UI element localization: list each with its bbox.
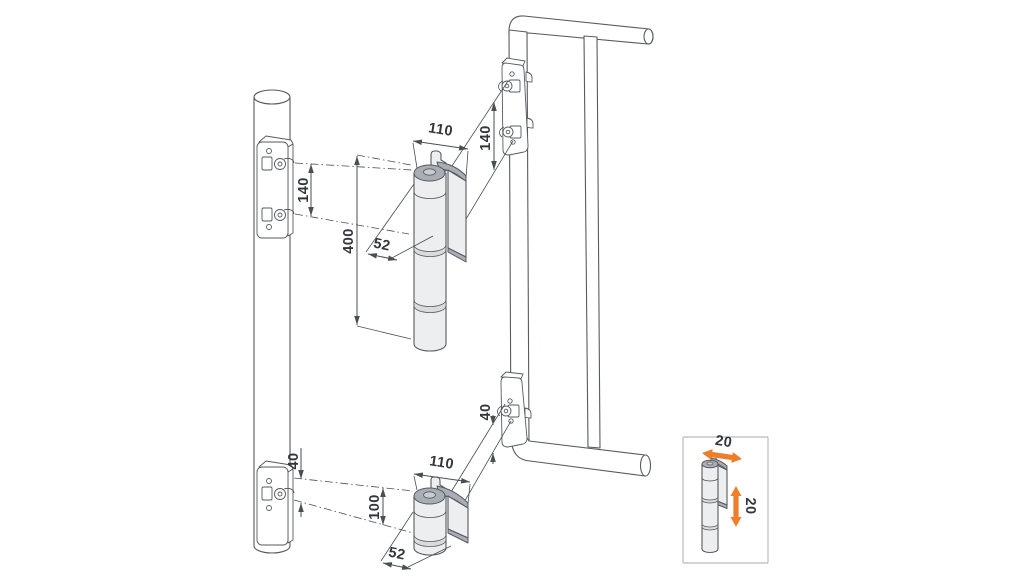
bracket-side-edge [287, 468, 294, 544]
plate-clamp [499, 125, 522, 139]
plate-side-bump [526, 117, 534, 129]
gate-top-rail [508, 15, 654, 45]
inset-horizontal-adjustment-label: 20 [714, 433, 733, 451]
hinge-wing-bottom-edge [447, 247, 467, 263]
dim-post-bracket-spacing: 140 [296, 177, 312, 202]
bracket-clamp [261, 486, 295, 501]
hinge-collar-line [413, 510, 447, 518]
hinge-section-band [413, 534, 447, 547]
hinge-wing-bottom-edge [447, 528, 469, 544]
lower-post-bracket [256, 460, 295, 546]
post-top-cap [253, 89, 291, 105]
hinge-pin-hole [423, 168, 436, 176]
dim-lower-hinge-depth: 52 [387, 545, 407, 564]
vertical-adjustment-arrow [730, 486, 742, 527]
bracket-plate [256, 141, 289, 239]
hinge-body [413, 172, 447, 352]
adjustment-inset: 20 20 [682, 433, 769, 564]
bracket-clamp [261, 156, 295, 171]
gate-frame [508, 15, 654, 477]
dim-lower-post-bracket-offset: 40 [286, 453, 302, 470]
plate-side-bump [524, 407, 532, 419]
hinge-collar-line [413, 191, 447, 199]
plate-screw [509, 71, 515, 77]
hinge-section-band [413, 244, 447, 257]
upper-gate-plate [498, 57, 534, 156]
dim-lower-gate-plate-offset: 40 [478, 404, 494, 421]
plate-clamp [498, 79, 521, 93]
bracket-side-edge [287, 143, 294, 237]
dim-lower-hinge-width: 110 [428, 453, 455, 473]
bracket-screw-hole [266, 224, 272, 230]
hinge-pin-hole [423, 491, 436, 499]
hinge-wing-face [447, 169, 467, 258]
gate-middle-bar [583, 35, 601, 449]
dim-gate-plate-spacing: 140 [478, 125, 494, 150]
lower-gate-plate [497, 371, 532, 448]
bracket-clamp [261, 207, 295, 222]
plate-screw [507, 398, 513, 404]
inset-vertical-adjustment-label: 20 [742, 498, 758, 515]
dim-upper-hinge-depth: 52 [372, 236, 392, 255]
lower-hinge [413, 476, 469, 556]
top-rail-end-cap [643, 28, 654, 45]
plate-clamp [497, 404, 520, 418]
dim-hinge-total-length: 400 [341, 228, 357, 253]
bottom-rail-end-cap [639, 454, 652, 477]
dimension-annotations: 140 400 110 52 140 40 100 110 40 [286, 102, 497, 570]
bracket-screw-hole [266, 505, 272, 511]
bracket-screw-hole [266, 148, 272, 154]
dim-upper-hinge-width: 110 [427, 120, 454, 140]
inset-mini-hinge [701, 455, 728, 554]
hinge-section-band [413, 299, 447, 313]
bracket-plate [256, 466, 289, 546]
horizontal-adjustment-arrow [702, 449, 742, 463]
dim-lower-hinge-height: 100 [367, 494, 383, 519]
upper-post-bracket [256, 135, 295, 239]
gate-bottom-rail [510, 437, 651, 477]
upper-hinge [413, 150, 467, 352]
bracket-screw-hole [266, 478, 272, 484]
plate-side-bump [525, 71, 533, 83]
